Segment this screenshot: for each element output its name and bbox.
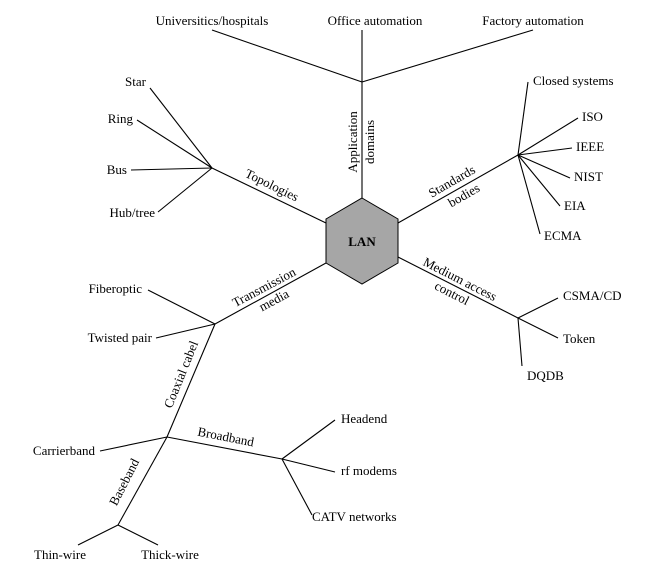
label-application: Application (345, 111, 360, 173)
label-topologies: Topologies (243, 166, 301, 205)
edge-baseband-thin (77, 524, 119, 546)
edge-baseband-thick (117, 524, 159, 546)
edge-transmission-twisted (155, 323, 216, 339)
leaf-carrierband: Carrierband (33, 443, 96, 458)
edge-medium-token (517, 317, 559, 339)
leaf-ieee: IEEE (576, 139, 604, 154)
edge-standards-ieee (517, 147, 573, 156)
leaf-eia: EIA (564, 198, 586, 213)
lan-hub: LAN (325, 197, 399, 285)
edge-coaxial-carrierband (99, 436, 168, 452)
edge-standards-iso (517, 117, 579, 156)
leaf-thick-wire: Thick-wire (141, 547, 199, 562)
leaf-iso: ISO (582, 109, 603, 124)
label-baseband: Baseband (106, 456, 143, 508)
leaf-star: Star (125, 74, 147, 89)
leaf-universities-hospitals: Universitics/hospitals (156, 13, 269, 28)
edge-lan-topologies (211, 167, 327, 224)
lan-hexagon (325, 197, 399, 285)
edge-transmission-coaxial (166, 323, 216, 438)
edge-coaxial-broadband (166, 436, 283, 460)
leaf-thin-wire: Thin-wire (34, 547, 86, 562)
edge-broadband-headend (281, 419, 336, 460)
label-domains: domains (362, 120, 377, 164)
leaf-catv-networks: CATV networks (312, 509, 397, 524)
leaf-nist: NIST (574, 169, 603, 184)
edge-standards-eia (517, 154, 561, 207)
leaf-office-automation: Office automation (328, 13, 423, 28)
edge-standards-closed (517, 81, 529, 156)
leaf-token: Token (563, 331, 596, 346)
leaf-ecma: ECMA (544, 228, 582, 243)
edge-topologies-bus (130, 167, 213, 171)
edge-broadband-catv (281, 458, 313, 516)
topologies-branch: Star Ring Bus Hub/tree Topologies (107, 74, 327, 224)
edge-standards-ecma (517, 154, 541, 235)
leaf-closed-systems: Closed systems (533, 73, 614, 88)
edge-transmission-fiberoptic (147, 289, 216, 325)
edge-broadband-rf (281, 458, 336, 473)
leaf-bus: Bus (107, 162, 127, 177)
leaf-headend: Headend (341, 411, 388, 426)
transmission-media-branch: Fiberoptic Twisted pair Transmission med… (33, 262, 397, 562)
medium-access-branch: CSMA/CD Token DQDB Medium access control (397, 254, 622, 383)
edge-application-universities (211, 29, 363, 83)
leaf-ring: Ring (108, 111, 134, 126)
edge-topologies-hub (157, 167, 213, 213)
leaf-csma-cd: CSMA/CD (563, 288, 622, 303)
standards-bodies-branch: Closed systems ISO IEEE NIST EIA ECMA St… (397, 73, 614, 243)
edge-application-factory (361, 29, 534, 83)
label-coaxial-cabel: Coaxial cabel (161, 338, 202, 410)
edge-lan-medium (397, 256, 519, 319)
edge-standards-nist (517, 154, 571, 179)
leaf-rf-modems: rf modems (341, 463, 397, 478)
edge-lan-standards (397, 154, 519, 224)
leaf-hub-tree: Hub/tree (110, 205, 156, 220)
label-broadband: Broadband (196, 424, 255, 450)
application-domains-branch: Universitics/hospitals Office automation… (156, 13, 584, 198)
lan-label: LAN (348, 234, 376, 249)
edge-topologies-star (149, 87, 213, 169)
leaf-factory-automation: Factory automation (482, 13, 584, 28)
edge-coaxial-baseband (117, 436, 168, 526)
leaf-dqdb: DQDB (527, 368, 564, 383)
edge-medium-dqdb (517, 317, 523, 367)
leaf-fiberoptic: Fiberoptic (89, 281, 143, 296)
edge-lan-transmission (214, 262, 327, 325)
leaf-twisted-pair: Twisted pair (88, 330, 153, 345)
edge-medium-csma (517, 297, 559, 319)
edge-topologies-ring (136, 119, 213, 169)
